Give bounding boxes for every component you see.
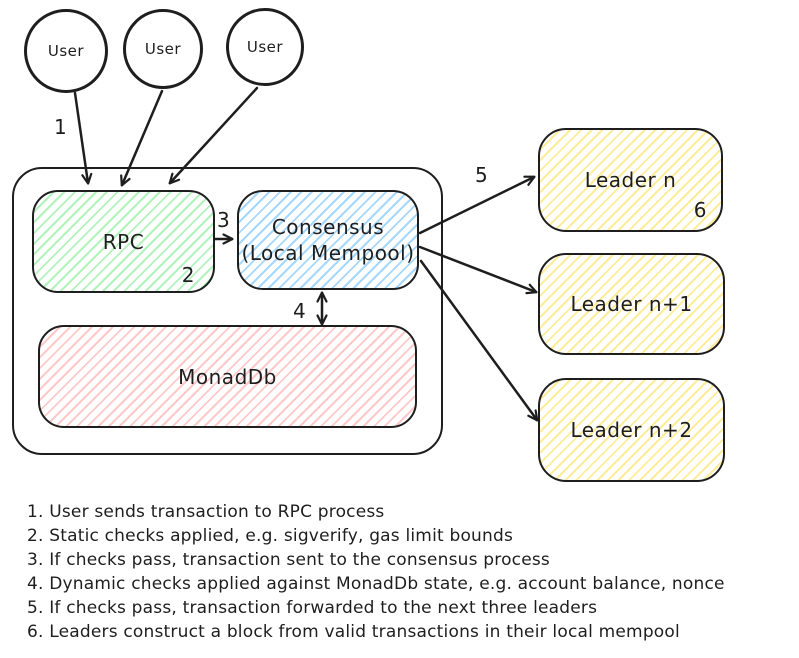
consensus-label-line1: Consensus (271, 215, 385, 239)
leader-n-label: Leader n (584, 168, 677, 192)
step-6-badge: 6 (693, 198, 707, 222)
leader-n1-label: Leader n+1 (570, 292, 693, 316)
monaddb-node: MonadDb (38, 325, 417, 428)
legend-item-6: 6. Leaders construct a block from valid … (27, 622, 680, 642)
leader-n2-node: Leader n+2 (538, 378, 725, 482)
step-2-badge: 2 (181, 263, 195, 287)
step-3-label: 3 (217, 208, 231, 232)
user-node-3: User (226, 8, 304, 86)
legend-item-4: 4. Dynamic checks applied against MonadD… (27, 574, 725, 594)
user-node-1-label: User (47, 42, 85, 60)
user-node-2-label: User (144, 40, 182, 58)
legend-item-1: 1. User sends transaction to RPC process (27, 502, 385, 522)
user-node-1: User (24, 9, 108, 93)
user-node-3-label: User (246, 38, 284, 56)
leader-n1-node: Leader n+1 (538, 253, 725, 355)
step-5-label: 5 (475, 163, 489, 187)
rpc-node: RPC 2 (32, 190, 215, 293)
user-node-2: User (123, 9, 203, 89)
consensus-label-line2: (Local Mempool) (241, 241, 415, 265)
leader-n2-label: Leader n+2 (570, 418, 693, 442)
consensus-node-label: Consensus (Local Mempool) (241, 214, 414, 266)
consensus-node: Consensus (Local Mempool) (237, 190, 419, 290)
legend-item-2: 2. Static checks applied, e.g. sigverify… (27, 526, 514, 546)
legend-item-3: 3. If checks pass, transaction sent to t… (27, 550, 550, 570)
monaddb-node-label: MonadDb (178, 364, 277, 389)
step-4-label: 4 (293, 299, 307, 323)
legend-item-5: 5. If checks pass, transaction forwarded… (27, 598, 598, 618)
step-1-label: 1 (54, 115, 68, 139)
rpc-node-label: RPC (102, 229, 145, 254)
legend-list: 1. User sends transaction to RPC process… (27, 500, 725, 644)
leader-n-node: Leader n 6 (538, 128, 723, 232)
